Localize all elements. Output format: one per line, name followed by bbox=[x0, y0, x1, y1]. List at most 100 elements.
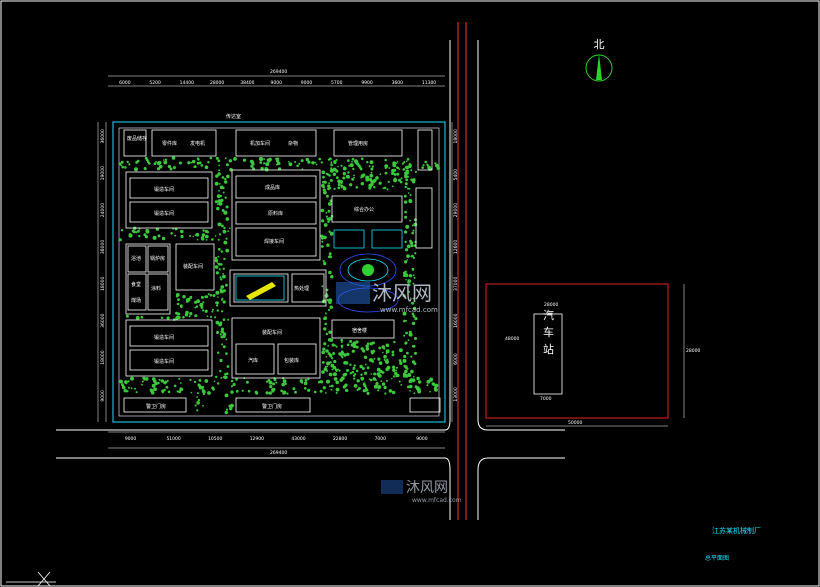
dims-right-value: 37000 bbox=[453, 276, 459, 290]
dims-right-value: 12600 bbox=[453, 240, 459, 254]
label-gate-top: 传达室 bbox=[226, 113, 241, 120]
building-parts-row bbox=[151, 129, 217, 157]
dims-bottom-value: 7000 bbox=[375, 436, 387, 442]
label-cutting: 锻造车间 bbox=[154, 186, 174, 193]
building-guard-right bbox=[235, 397, 311, 413]
bus-station-building bbox=[533, 313, 563, 395]
svg-text:沐风网: 沐风网 bbox=[406, 480, 448, 496]
building-canteen bbox=[125, 243, 171, 315]
building-dormitory bbox=[331, 319, 395, 339]
building-cutting bbox=[125, 171, 213, 229]
dims-top-value: 9900 bbox=[361, 80, 373, 86]
building-raw-materials bbox=[175, 243, 215, 291]
dims-top-value: 5700 bbox=[331, 80, 343, 86]
dims-left-value: 24000 bbox=[100, 203, 106, 217]
building-forging bbox=[125, 319, 213, 377]
building-guard-left bbox=[123, 397, 187, 413]
dims-right: 18000 5400 29000 12600 37000 16000 6000 13000 bbox=[453, 129, 459, 402]
label-bath: 浴池 bbox=[131, 255, 141, 262]
label-welding: 焊接车间 bbox=[264, 238, 284, 245]
label-assembly2: 装配车间 bbox=[262, 329, 282, 336]
label-waste-storage: 废品储存 bbox=[127, 135, 147, 142]
label-cutting2: 锻造车间 bbox=[154, 334, 174, 341]
dims-bottom-value: 22800 bbox=[333, 436, 347, 442]
dims-left-value: 36000 bbox=[100, 129, 106, 143]
dim-bus-side: 28000 bbox=[686, 348, 700, 354]
label-office: 管理用房 bbox=[348, 140, 368, 147]
dims-top-value: 11300 bbox=[422, 80, 436, 86]
dim-bus-depth: 7000 bbox=[540, 396, 552, 402]
label-forging2: 锻造车间 bbox=[154, 358, 174, 365]
dims-left-value: 36000 bbox=[100, 313, 106, 327]
dims-right-value: 29000 bbox=[453, 203, 459, 217]
dims-left-value: 19000 bbox=[100, 166, 106, 180]
label-guard-left: 警卫门房 bbox=[146, 403, 166, 410]
dims-right-value: 16000 bbox=[453, 313, 459, 327]
label-guard-right: 警卫门房 bbox=[262, 403, 282, 410]
dims-right-value: 5400 bbox=[453, 169, 459, 181]
label-admin: 综合办公 bbox=[354, 206, 374, 213]
dims-left-value: 9000 bbox=[100, 390, 106, 402]
svg-text:沐风网: 沐风网 bbox=[372, 281, 432, 305]
site-boundary bbox=[112, 121, 446, 423]
label-storage: 杂物 bbox=[288, 140, 298, 147]
svg-text:www.mfcad.com: www.mfcad.com bbox=[380, 306, 438, 314]
dims-right-value: 6000 bbox=[453, 353, 459, 365]
building-heat-treat bbox=[229, 269, 327, 307]
building-labels: 废品储存 零件库 发电机 机加车间 杂物 管理用房 锻造车间 锻造车间 成品库 … bbox=[127, 113, 374, 410]
dims-top-value: 3600 bbox=[392, 80, 404, 86]
dims-bottom-value: 12900 bbox=[250, 436, 264, 442]
dims-right-value: 13000 bbox=[453, 387, 459, 401]
dims-top-value: 38400 bbox=[240, 80, 254, 86]
dims-top: 6000 5200 14400 28000 38400 9000 9000 5700 9900 3… bbox=[119, 80, 436, 86]
label-heat-treat: 热处理 bbox=[294, 285, 309, 292]
dim-bus-bottom: 50000 bbox=[568, 420, 582, 426]
building-finished bbox=[231, 169, 321, 261]
dims-left-value: 38000 bbox=[100, 240, 106, 254]
building-admin bbox=[331, 195, 403, 223]
building-waste-storage bbox=[123, 129, 147, 157]
dim-top-total: 269400 bbox=[270, 69, 287, 75]
greenery bbox=[118, 156, 440, 415]
label-canteen: 食堂 bbox=[131, 281, 141, 288]
dims-right-value: 18000 bbox=[453, 129, 459, 143]
title-factory: 江苏某机械制厂 bbox=[712, 526, 761, 535]
dims-bottom-value: 9000 bbox=[125, 436, 137, 442]
label-parts: 零件库 bbox=[162, 140, 177, 147]
label-finished: 成品库 bbox=[265, 184, 280, 191]
roads bbox=[56, 40, 565, 520]
dims-bottom-value: 51000 bbox=[166, 436, 180, 442]
label-packaging: 包装库 bbox=[284, 357, 299, 364]
bus-station-lot bbox=[485, 283, 669, 419]
dim-bottom-total: 269400 bbox=[270, 450, 287, 456]
bus-station-label: 汽车站 bbox=[542, 308, 555, 360]
dims-left-value: 18000 bbox=[100, 350, 106, 364]
north-arrow-icon bbox=[585, 54, 613, 82]
north-label: 北 bbox=[594, 38, 605, 51]
dims-top-value: 9000 bbox=[271, 80, 283, 86]
dims-top-value: 9000 bbox=[301, 80, 313, 86]
building-machining-row bbox=[235, 129, 317, 157]
label-store: 汽库 bbox=[248, 357, 258, 364]
building-office bbox=[333, 129, 403, 157]
label-raw: 原料库 bbox=[268, 210, 283, 217]
dims-top-value: 6000 bbox=[119, 80, 131, 86]
label-heating: 锅炉房 bbox=[150, 255, 165, 262]
watermark-2: 沐风网 www.mfcad.com bbox=[381, 480, 462, 504]
label-main-assembly: 装配车间 bbox=[183, 263, 203, 270]
dims-top-value: 14400 bbox=[180, 80, 194, 86]
dims-bottom-value: 9000 bbox=[416, 436, 428, 442]
dimension-lines bbox=[97, 75, 685, 449]
dims-top-value: 28000 bbox=[210, 80, 224, 86]
dims-bottom-value: 10500 bbox=[208, 436, 222, 442]
dims-top-value: 5200 bbox=[149, 80, 161, 86]
title-sheet: 总平面图 bbox=[705, 554, 729, 562]
label-generator: 发电机 bbox=[190, 140, 205, 147]
building-assembly2 bbox=[231, 317, 321, 379]
dims-left-value: 18000 bbox=[100, 276, 106, 290]
svg-text:www.mfcad.com: www.mfcad.com bbox=[412, 497, 462, 504]
label-machining: 机加车间 bbox=[250, 140, 270, 147]
